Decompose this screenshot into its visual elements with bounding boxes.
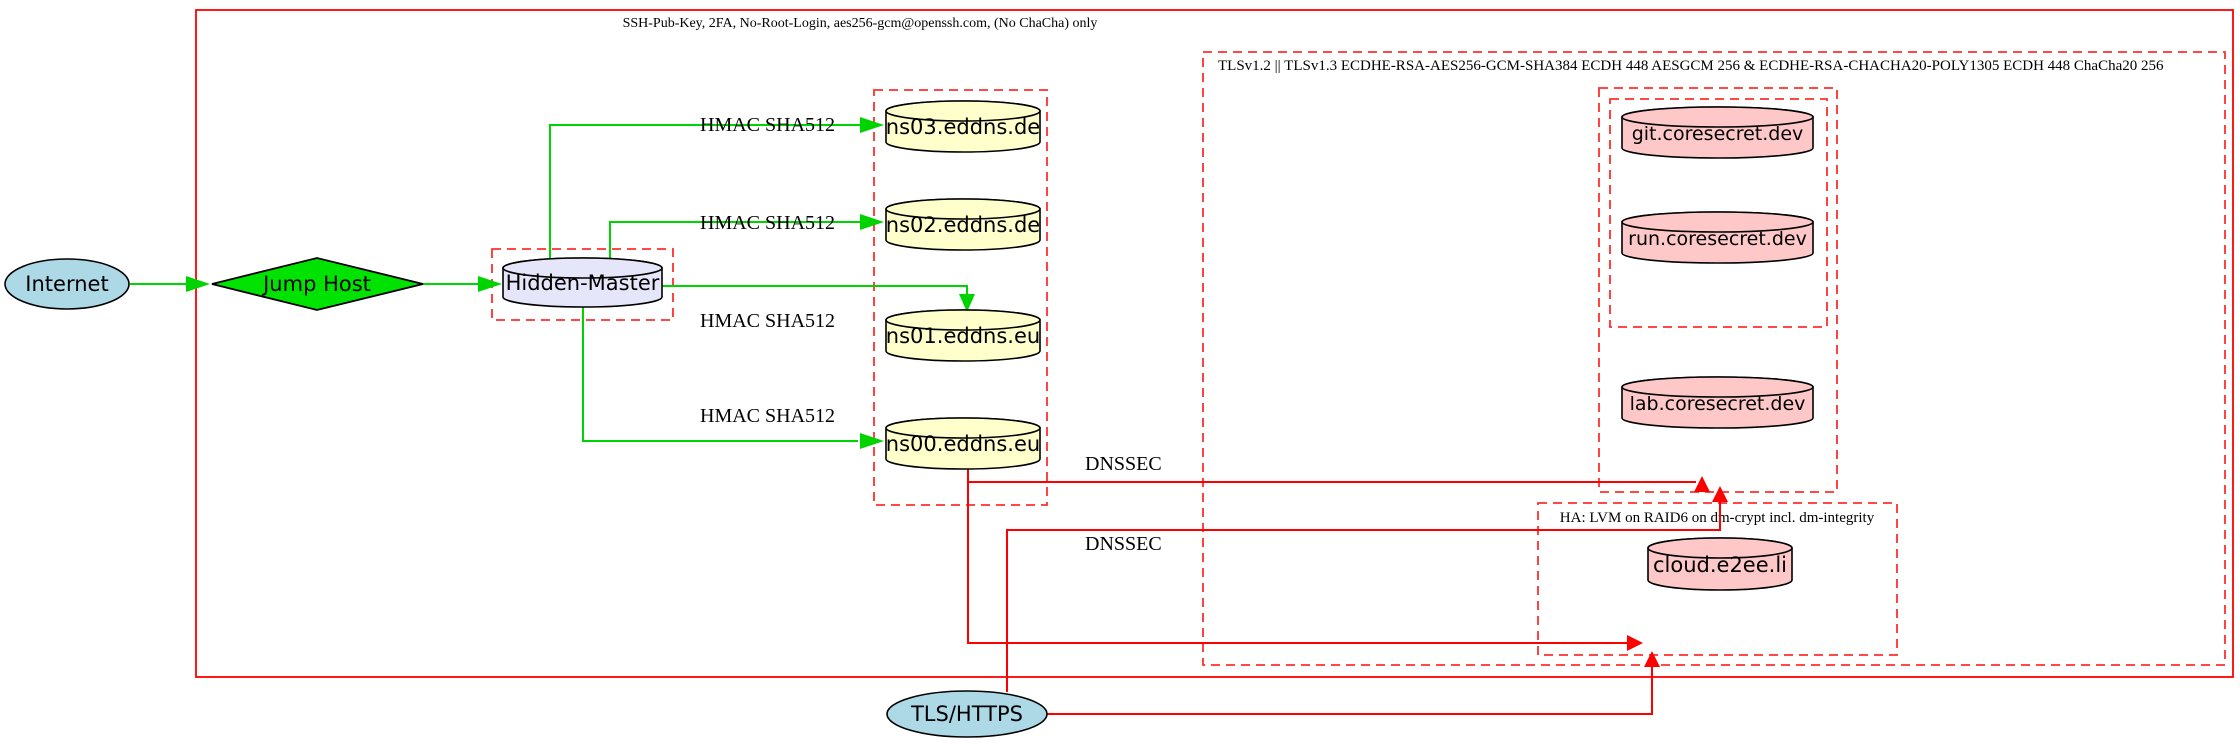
cluster-coresecret-inner [1609, 98, 1828, 328]
edge-ns00-ha [967, 482, 1643, 651]
node-ns01-label: ns01.eddns.eu [886, 324, 1040, 348]
edge-label-hmac-ns03: HMAC SHA512 [700, 114, 835, 136]
ns-cluster-border [873, 89, 1048, 506]
cluster-coresecret-outer [1598, 87, 1838, 493]
node-internet-label: Internet [25, 272, 108, 296]
arrowhead [1694, 476, 1710, 492]
edge-label-hmac-ns00: HMAC SHA512 [700, 405, 835, 427]
node-ns01: ns01.eddns.eu [885, 309, 1041, 362]
cluster-tls: TLSv1.2 || TLSv1.3 ECDHE-RSA-AES256-GCM-… [1202, 51, 2226, 666]
cluster-ns [873, 89, 1048, 506]
node-run-label: run.coresecret.dev [1628, 228, 1807, 250]
node-lab-coresecret: lab.coresecret.dev [1621, 376, 1814, 429]
node-tls-https-label: TLS/HTTPS [910, 702, 1023, 726]
edge-label-dnssec-1: DNSSEC [1085, 453, 1162, 475]
node-ns02-label: ns02.eddns.de [886, 213, 1040, 237]
ha-cluster-border [1537, 502, 1898, 656]
node-ns02: ns02.eddns.de [885, 198, 1041, 251]
cluster-ha: HA: LVM on RAID6 on dm-crypt incl. dm-in… [1537, 502, 1898, 656]
ssh-cluster-label: SSH-Pub-Key, 2FA, No-Root-Login, aes256-… [623, 16, 1098, 31]
tls-cluster-label: TLSv1.2 || TLSv1.3 ECDHE-RSA-AES256-GCM-… [1218, 58, 2164, 74]
node-jump-host: Jump Host [211, 257, 424, 311]
arrowhead [959, 294, 975, 312]
arrowhead [860, 433, 884, 449]
node-cloud-label: cloud.e2ee.li [1653, 553, 1787, 577]
edge-hiddenmaster-ns01: HMAC SHA512 [662, 285, 975, 332]
node-git-label: git.coresecret.dev [1632, 123, 1804, 145]
node-ns00-label: ns00.eddns.eu [886, 432, 1040, 456]
edge-tlshttps-coresecret-dnssec: DNSSEC [1006, 486, 1728, 692]
node-internet: Internet [4, 258, 130, 310]
edge-hiddenmaster-ns03: HMAC SHA512 [549, 114, 884, 263]
arrowhead [478, 276, 502, 292]
edge-label-hmac-ns02: HMAC SHA512 [700, 212, 835, 234]
arrowhead [186, 276, 210, 292]
arrowhead [1712, 486, 1728, 502]
arrowhead [860, 214, 884, 230]
arrowhead [860, 117, 884, 133]
tls-cluster-border [1202, 51, 2226, 666]
edge-hiddenmaster-ns00: HMAC SHA512 [582, 306, 884, 449]
edge-tlshttps-ha [1047, 651, 1660, 715]
node-ns00: ns00.eddns.eu [885, 417, 1041, 470]
node-ns03-label: ns03.eddns.de [886, 115, 1040, 139]
cluster-ssh-outer: SSH-Pub-Key, 2FA, No-Root-Login, aes256-… [195, 9, 2234, 678]
edge-label-dnssec-2: DNSSEC [1085, 533, 1162, 555]
node-cloud-e2ee: cloud.e2ee.li [1647, 537, 1793, 591]
node-lab-label: lab.coresecret.dev [1630, 393, 1806, 415]
node-jump-host-label: Jump Host [261, 272, 371, 296]
arrowhead [1644, 651, 1660, 667]
node-hidden-master: Hidden-Master [502, 257, 663, 308]
edge-hiddenmaster-ns02: HMAC SHA512 [609, 212, 884, 263]
ha-cluster-label: HA: LVM on RAID6 on dm-crypt incl. dm-in… [1560, 510, 1875, 526]
coresecret-inner-border [1609, 98, 1828, 328]
edge-internet-jumphost [130, 276, 210, 292]
arrowhead [1627, 635, 1643, 651]
node-hidden-master-label: Hidden-Master [506, 271, 660, 295]
edge-label-hmac-ns01: HMAC SHA512 [700, 310, 835, 332]
ssh-cluster-border [195, 9, 2234, 678]
node-run-coresecret: run.coresecret.dev [1621, 211, 1814, 264]
node-tls-https: TLS/HTTPS [886, 690, 1048, 738]
node-ns03: ns03.eddns.de [885, 100, 1041, 153]
node-git-coresecret: git.coresecret.dev [1621, 106, 1814, 159]
coresecret-outer-border [1598, 87, 1838, 493]
edge-jumphost-hiddenmaster [423, 276, 502, 292]
